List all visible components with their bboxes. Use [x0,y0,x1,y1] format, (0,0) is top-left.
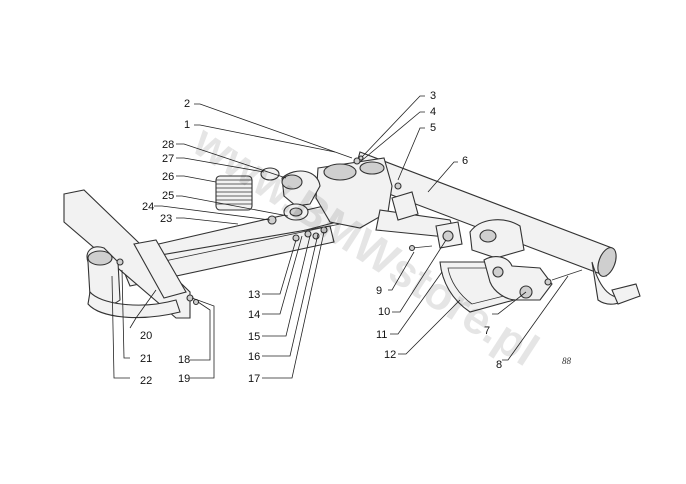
callout-13: 13 [248,289,260,301]
callout-24: 24 [142,201,154,213]
part-number-labels: 1 2 3 4 5 6 7 8 9 10 11 12 13 14 15 16 1… [140,90,502,387]
callout-14: 14 [248,309,260,321]
callout-1: 1 [184,119,190,131]
artist-signature: 88 [562,356,572,366]
callout-27: 27 [162,153,174,165]
callout-28: 28 [162,139,174,151]
front-bracket-assembly [63,189,200,319]
callout-17: 17 [248,373,260,385]
callout-19: 19 [178,373,190,385]
exhaust-assembly-drawing [63,151,641,319]
callout-5: 5 [430,122,436,134]
callout-26: 26 [162,171,174,183]
callout-7: 7 [484,325,490,337]
callout-15: 15 [248,331,260,343]
callout-23: 23 [160,213,172,225]
callout-20: 20 [140,330,152,342]
callout-25: 25 [162,190,174,202]
callout-12: 12 [384,349,396,361]
callout-3: 3 [430,90,436,102]
callout-2: 2 [184,98,190,110]
outlet-elbow [469,219,583,301]
callout-8: 8 [496,359,502,371]
callout-18: 18 [178,354,190,366]
callout-21: 21 [140,353,152,365]
leader-lines [111,95,569,379]
callout-16: 16 [248,351,260,363]
exhaust-manifold-block [315,155,393,229]
callout-22: 22 [140,375,152,387]
callout-9: 9 [376,285,382,297]
callout-10: 10 [378,306,390,318]
flexible-hose [215,175,253,211]
callout-4: 4 [430,106,436,118]
rear-silencer [351,151,641,305]
callout-11: 11 [376,329,387,341]
callout-6: 6 [462,155,468,167]
